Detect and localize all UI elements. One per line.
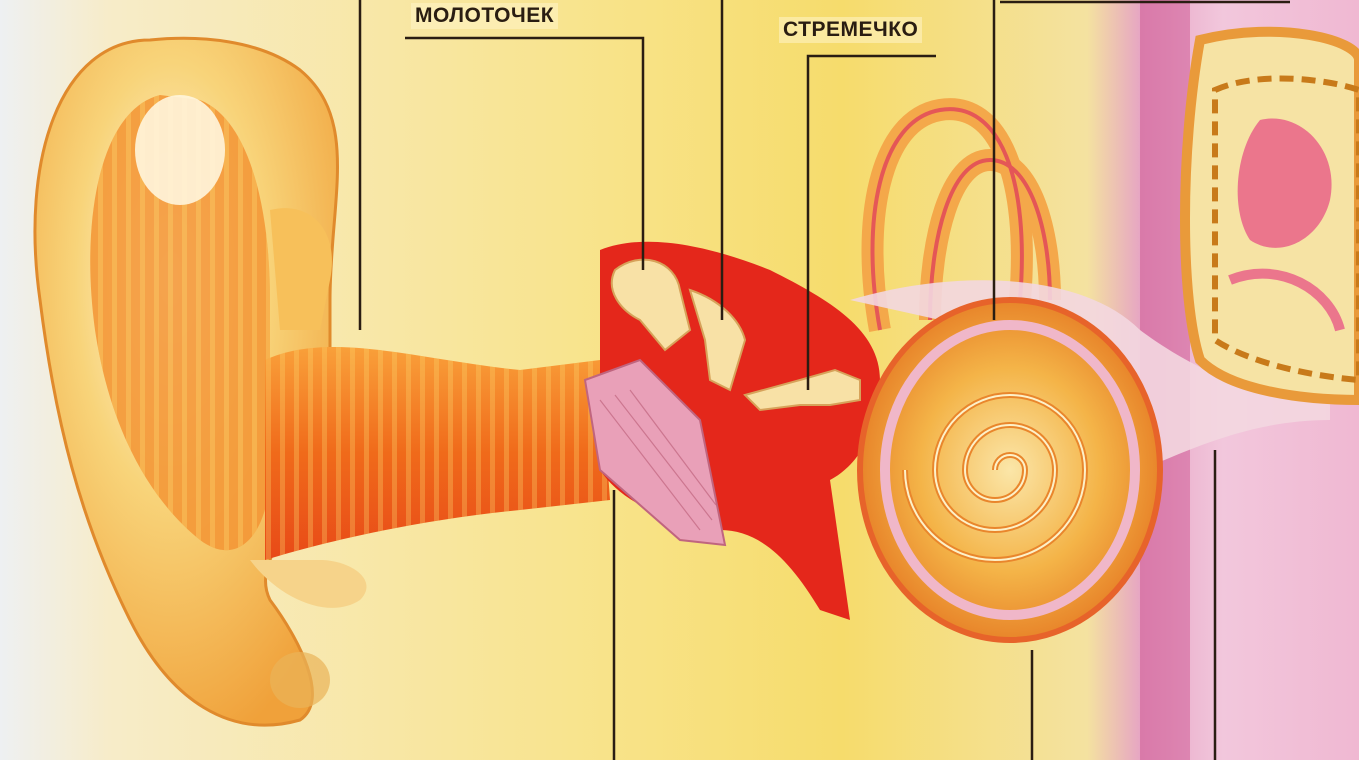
brain-region [1185, 32, 1359, 400]
malleus-label: МОЛОТОЧЕК [411, 3, 558, 29]
cochlea [860, 300, 1160, 640]
stapes-label: СТРЕМЕЧКО [779, 17, 922, 43]
